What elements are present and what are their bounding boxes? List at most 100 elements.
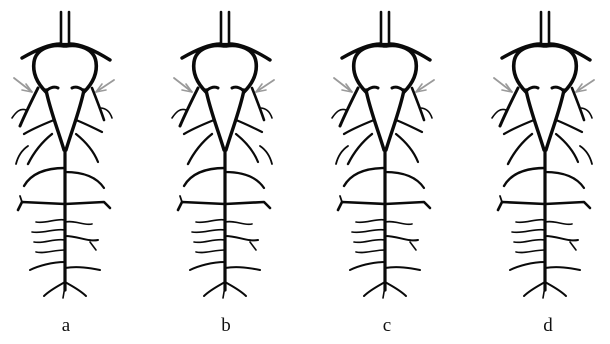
wavy-left-3 [514, 240, 545, 243]
wavy-left-2 [32, 230, 65, 233]
wavy-right-1 [545, 222, 572, 225]
circle-left-lobe [354, 46, 384, 92]
bottom-fork-left [44, 282, 65, 296]
arc-right-1 [385, 172, 424, 188]
arc-left-1 [184, 168, 225, 186]
wavy-left-1 [516, 220, 545, 223]
circle-right-lobe [66, 46, 96, 92]
lower-right-1 [545, 267, 580, 270]
wavy-left-2 [512, 230, 545, 233]
wavy-right-2-tip [570, 242, 576, 250]
lateral-right-1 [412, 88, 424, 120]
extra-twig-left [336, 146, 348, 164]
lateral-right-1 [252, 88, 264, 120]
panel-label-a: a [46, 316, 86, 335]
wavy-right-2 [385, 236, 418, 240]
wavy-right-2-tip [90, 242, 96, 250]
bottom-fork-left [204, 282, 225, 296]
arc-left-1 [504, 168, 545, 186]
branch-left-1 [24, 120, 54, 134]
bottom-fork-left [524, 282, 545, 296]
transverse-right [65, 202, 110, 208]
lateral-right-1 [572, 88, 584, 120]
branch-right-2 [396, 134, 418, 162]
bottom-fork-mid [223, 286, 225, 298]
vessel-panel-a [12, 12, 114, 298]
branch-right-1 [556, 120, 582, 132]
bottom-fork-mid [63, 286, 65, 298]
lower-right-1 [225, 267, 260, 270]
panel-label-d: d [528, 316, 568, 335]
wavy-right-2-tip [410, 242, 416, 250]
branch-left-2 [28, 134, 52, 164]
circle-left-lobe [194, 46, 224, 92]
branch-left-1 [504, 120, 534, 134]
branch-right-1 [236, 120, 262, 132]
transverse-left-tip [20, 196, 22, 202]
transverse-left [498, 202, 545, 210]
wavy-left-4 [356, 250, 385, 253]
branch-left-1 [344, 120, 374, 134]
extra-twig-right [580, 146, 592, 164]
bottom-fork-right [65, 282, 86, 296]
branch-left-2 [188, 134, 212, 164]
transverse-right [385, 202, 430, 208]
bottom-fork-right [385, 282, 406, 296]
arc-right-1 [225, 172, 264, 188]
panel-label-b: b [206, 316, 246, 335]
transverse-left-tip [180, 196, 182, 202]
lower-left-1 [350, 262, 385, 270]
vessel-panel-d [492, 12, 594, 298]
transverse-right [545, 202, 590, 208]
bottom-fork-left [364, 282, 385, 296]
bottom-fork-right [225, 282, 246, 296]
transverse-left [18, 202, 65, 210]
lower-left-1 [190, 262, 225, 270]
lower-left-1 [30, 262, 65, 270]
wavy-left-4 [516, 250, 545, 253]
transverse-left [178, 202, 225, 210]
circle-right-lobe [546, 46, 576, 92]
wavy-left-3 [34, 240, 65, 243]
wavy-left-1 [36, 220, 65, 223]
lateral-left-1 [340, 88, 358, 126]
lower-left-1 [510, 262, 545, 270]
transverse-right [225, 202, 270, 208]
circle-right-lobe [226, 46, 256, 92]
wavy-right-1 [225, 222, 252, 225]
extra-twig-right [260, 146, 272, 164]
vessel-panel-c [332, 12, 434, 298]
vessel-panel-b [172, 12, 274, 298]
lateral-left-1 [500, 88, 518, 126]
branch-right-2 [236, 134, 258, 162]
transverse-left-tip [340, 196, 342, 202]
arc-left-1 [24, 168, 65, 186]
bottom-fork-mid [543, 286, 545, 298]
wavy-right-1 [385, 222, 412, 225]
arc-right-1 [65, 172, 104, 188]
branch-left-2 [348, 134, 372, 164]
wavy-right-2 [225, 236, 258, 240]
bottom-fork-right [545, 282, 566, 296]
lateral-left-1 [20, 88, 38, 126]
lateral-left-1 [180, 88, 198, 126]
lower-right-1 [385, 267, 420, 270]
circle-right-lobe [386, 46, 416, 92]
wavy-right-2 [65, 236, 98, 240]
branch-left-1 [184, 120, 214, 134]
bottom-fork-mid [383, 286, 385, 298]
wavy-right-2-tip [250, 242, 256, 250]
transverse-left-tip [500, 196, 502, 202]
panel-label-c: c [367, 316, 407, 335]
arc-left-1 [344, 168, 385, 186]
branch-right-2 [76, 134, 98, 162]
wavy-left-3 [354, 240, 385, 243]
branch-right-1 [396, 120, 422, 132]
lateral-right-1 [92, 88, 104, 120]
transverse-left [338, 202, 385, 210]
branch-right-2 [556, 134, 578, 162]
branch-left-2 [508, 134, 532, 164]
extra-twig-left [16, 146, 28, 164]
